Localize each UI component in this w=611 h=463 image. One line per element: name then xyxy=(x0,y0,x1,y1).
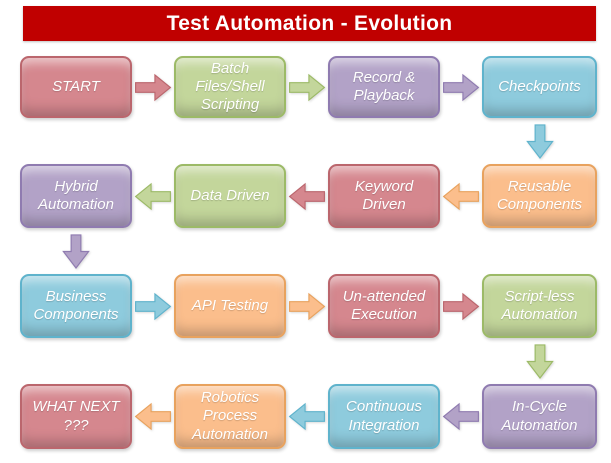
flow-step-label: API Testing xyxy=(191,296,269,314)
flow-step-label: Un-attended Execution xyxy=(342,287,426,323)
flow-diagram: START Batch Files/Shell Scripting Record… xyxy=(20,56,597,449)
flow-step-label: Reusable Components xyxy=(496,177,583,213)
arrow-left-icon xyxy=(287,182,327,211)
flow-step-label: Batch Files/Shell Scripting xyxy=(195,59,265,114)
flow-step-api-testing: API Testing xyxy=(174,274,286,338)
flow-step-label: Continuous Integration xyxy=(346,398,422,434)
arrow-cell xyxy=(286,384,328,449)
arrow-cell xyxy=(132,56,174,118)
flow-step-label: Data Driven xyxy=(190,186,270,204)
arrow-cell xyxy=(286,274,328,338)
flow-step-label: In-Cycle Automation xyxy=(501,398,578,434)
arrow-cell xyxy=(440,274,482,338)
flow-step-in-cycle-automation: In-Cycle Automation xyxy=(482,384,597,449)
arrow-left-icon xyxy=(441,182,481,211)
arrow-left-icon xyxy=(133,402,173,431)
arrow-right-icon xyxy=(441,292,481,321)
arrow-left-icon xyxy=(133,182,173,211)
flow-step-robotics-process-automation: Robotics Process Automation xyxy=(174,384,286,449)
arrow-cell xyxy=(440,56,482,118)
arrow-right-icon xyxy=(133,292,173,321)
flow-step-hybrid-automation: Hybrid Automation xyxy=(20,164,132,228)
arrow-cell xyxy=(132,164,174,228)
arrow-cell xyxy=(286,56,328,118)
arrow-cell xyxy=(132,384,174,449)
flow-step-label: Business Components xyxy=(33,287,119,323)
title-bar: Test Automation - Evolution xyxy=(23,6,596,41)
flow-step-label: START xyxy=(52,77,100,95)
arrow-left-icon xyxy=(287,402,327,431)
flow-step-batch-shell-scripting: Batch Files/Shell Scripting xyxy=(174,56,286,118)
flow-step-keyword-driven: Keyword Driven xyxy=(328,164,440,228)
flow-step-start: START xyxy=(20,56,132,118)
flow-step-what-next: WHAT NEXT ??? xyxy=(20,384,132,449)
flow-step-business-components: Business Components xyxy=(20,274,132,338)
flow-step-unattended-execution: Un-attended Execution xyxy=(328,274,440,338)
arrow-left-icon xyxy=(441,402,481,431)
flow-step-checkpoints: Checkpoints xyxy=(482,56,597,118)
arrow-cell xyxy=(440,384,482,449)
flow-step-label: Hybrid Automation xyxy=(38,177,114,213)
arrow-right-icon xyxy=(133,73,173,102)
arrow-right-icon xyxy=(287,73,327,102)
arrow-down-icon xyxy=(525,124,555,159)
flow-step-label: Checkpoints xyxy=(498,77,581,95)
flow-step-continuous-integration: Continuous Integration xyxy=(328,384,440,449)
page-title: Test Automation - Evolution xyxy=(166,11,453,35)
flow-step-label: Record & Playback xyxy=(352,68,416,104)
flow-step-label: Keyword Driven xyxy=(354,177,414,213)
flow-step-scriptless-automation: Script-less Automation xyxy=(482,274,597,338)
flow-step-label: Script-less Automation xyxy=(501,287,578,323)
arrow-right-icon xyxy=(287,292,327,321)
flow-step-label: Robotics Process Automation xyxy=(192,389,268,443)
arrow-cell xyxy=(482,338,597,384)
arrow-cell xyxy=(20,228,132,274)
flow-step-reusable-components: Reusable Components xyxy=(482,164,597,228)
arrow-cell xyxy=(440,164,482,228)
arrow-cell xyxy=(132,274,174,338)
flow-step-data-driven: Data Driven xyxy=(174,164,286,228)
flow-step-record-playback: Record & Playback xyxy=(328,56,440,118)
arrow-cell xyxy=(286,164,328,228)
flow-step-label: WHAT NEXT ??? xyxy=(32,398,120,434)
arrow-cell xyxy=(482,118,597,164)
arrow-down-icon xyxy=(61,234,91,269)
arrow-right-icon xyxy=(441,73,481,102)
arrow-down-icon xyxy=(525,344,555,379)
